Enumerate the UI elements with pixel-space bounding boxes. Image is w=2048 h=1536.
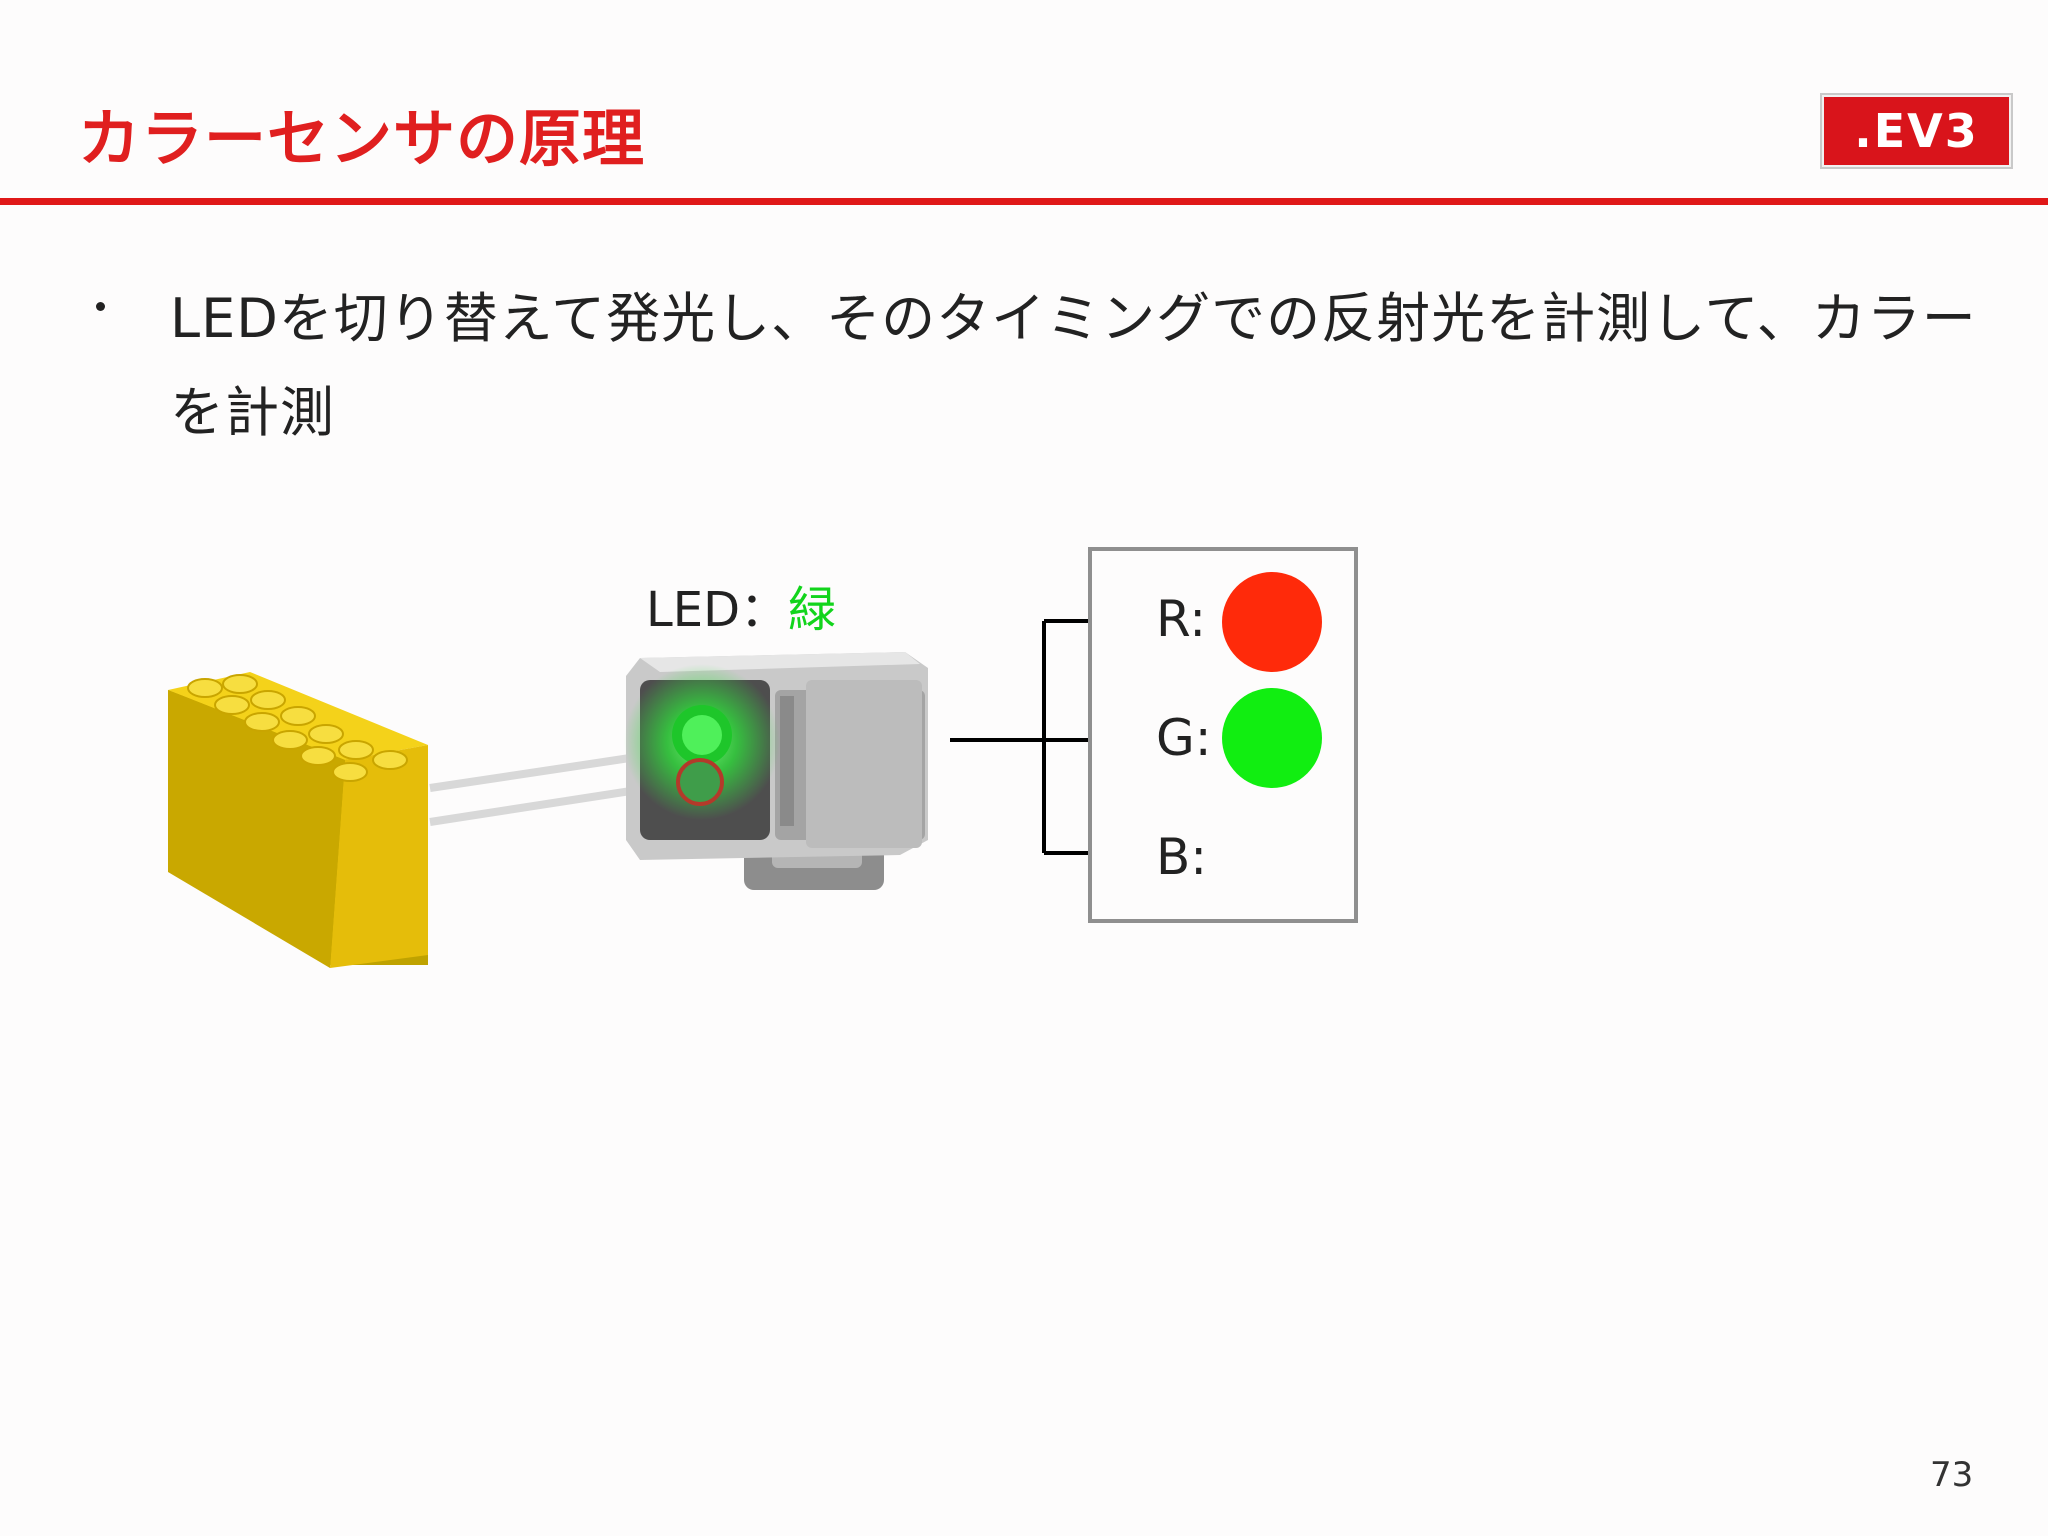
channel-indicator-r: [1222, 572, 1322, 672]
bullet-text: LEDを切り替えて発光し、そのタイミングでの反射光を計測して、カラーを計測: [170, 287, 1977, 444]
lego-brick-icon: [168, 672, 428, 968]
page-number: 73: [1930, 1455, 1974, 1495]
bullet-icon: [96, 302, 105, 311]
channel-label-g: G:: [1156, 709, 1212, 767]
led-color-text: 緑: [788, 582, 837, 638]
slide-title: カラーセンサの原理: [78, 102, 646, 175]
color-sensor-icon: [624, 652, 928, 890]
channel-label-b: B:: [1156, 828, 1208, 886]
channel-label-r: R:: [1156, 590, 1207, 648]
channel-indicator-g: [1222, 688, 1322, 788]
title-divider: [0, 198, 2048, 205]
led-label: LED：緑: [646, 570, 836, 640]
led-label-prefix: LED：: [646, 582, 789, 638]
ev3-logo: .EV3: [1822, 95, 2011, 167]
